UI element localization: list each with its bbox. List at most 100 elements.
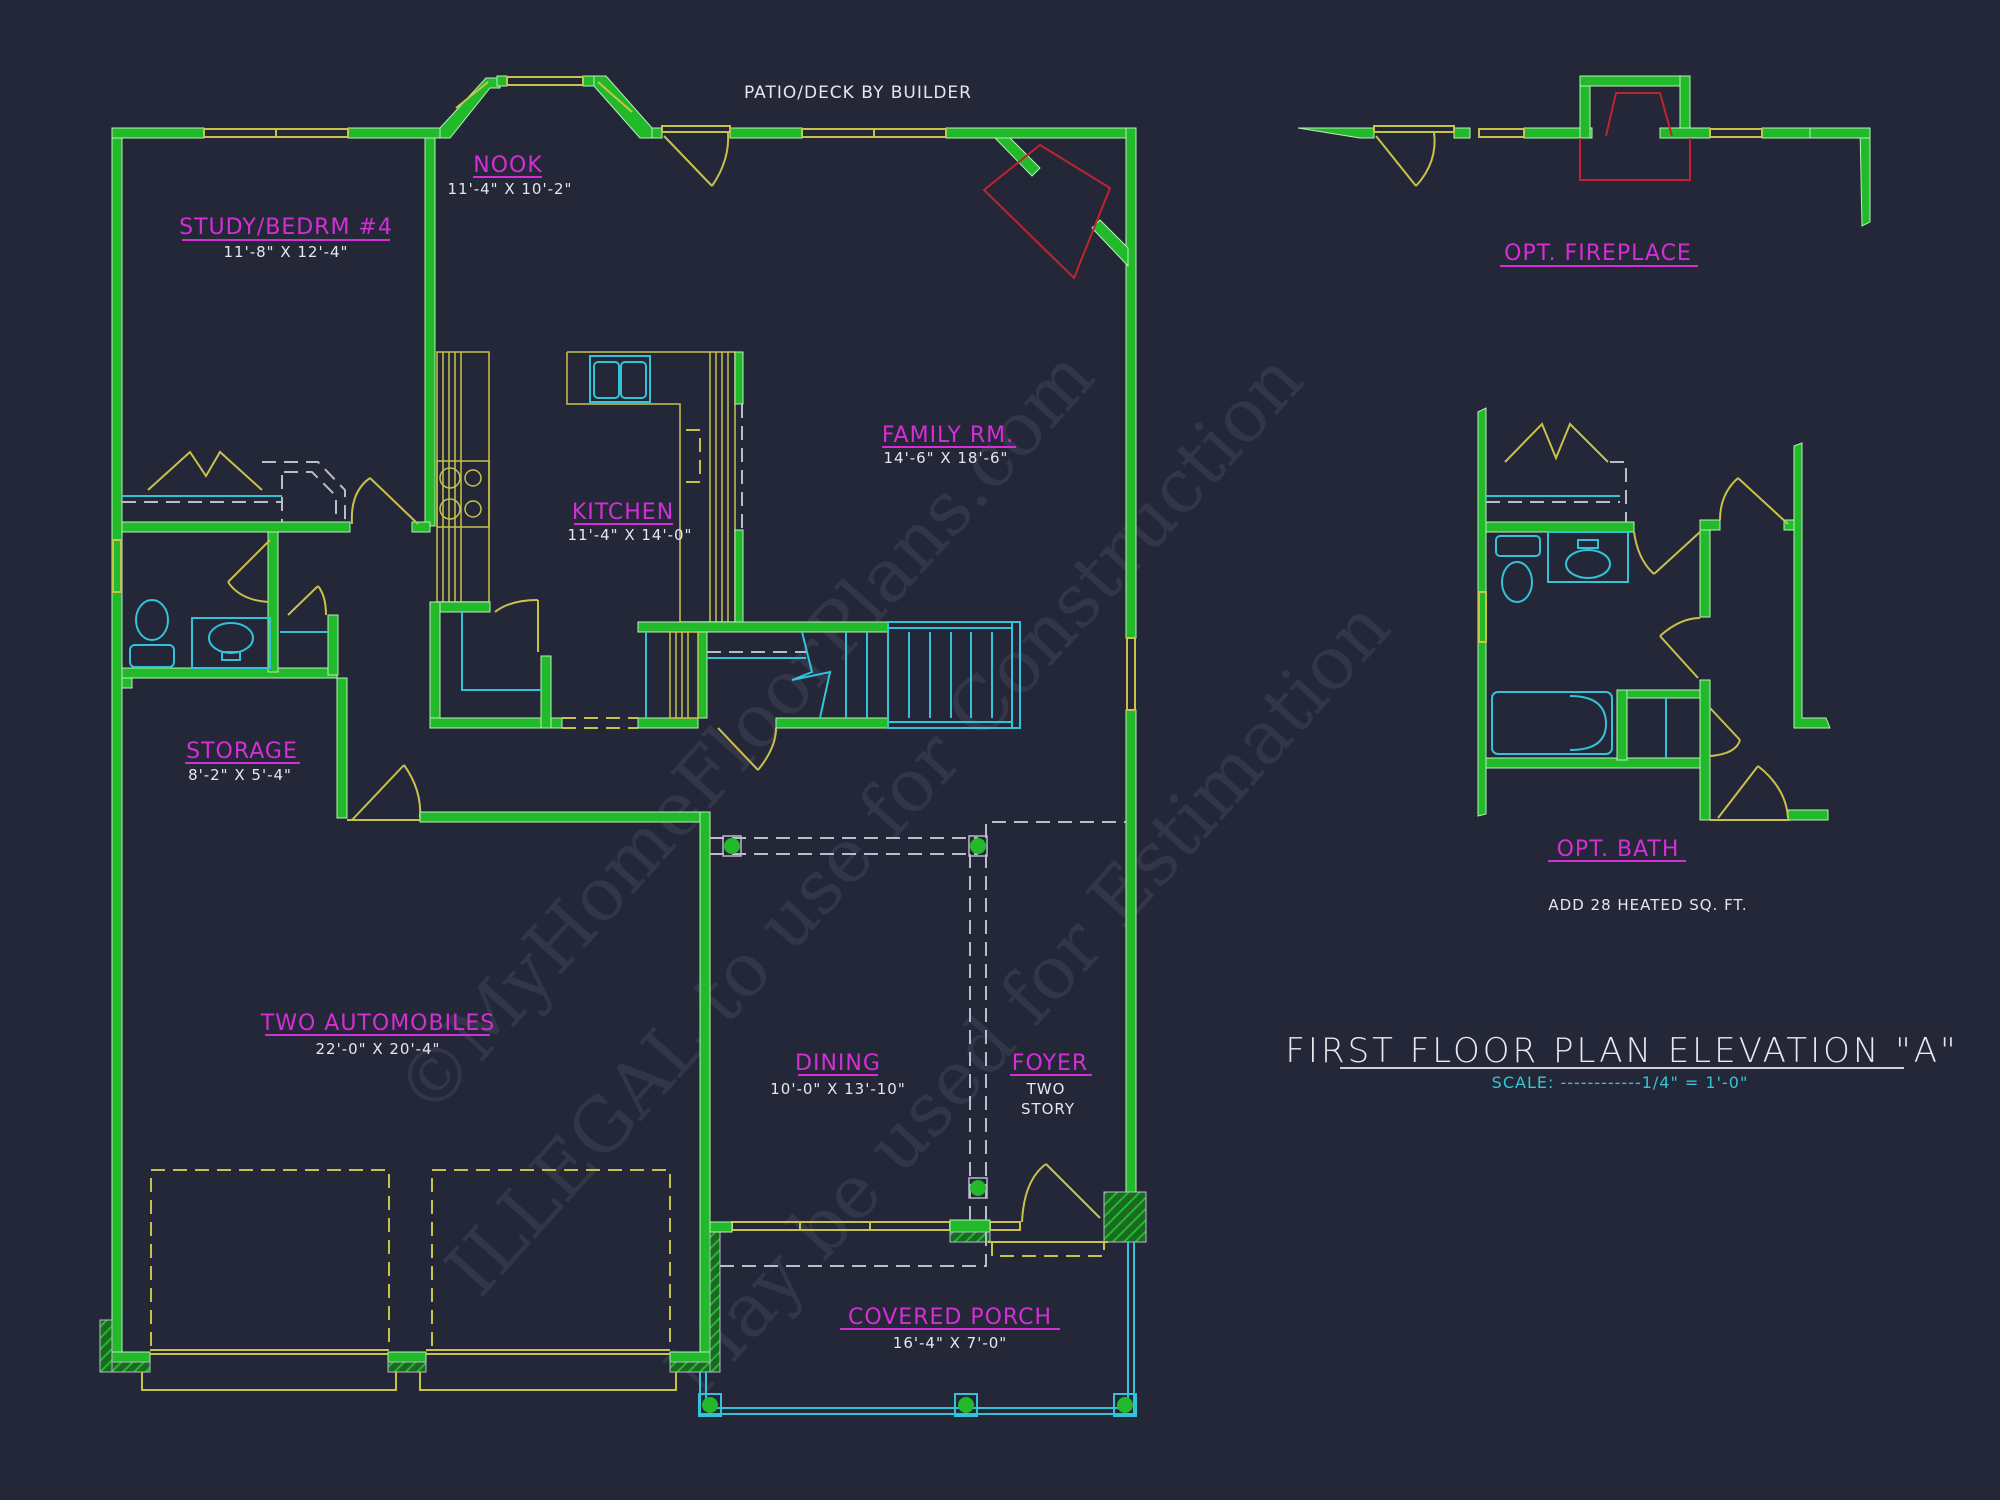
window-nook-left	[455, 81, 489, 109]
stair-closet-shelves	[669, 631, 699, 719]
column-box-1	[722, 835, 742, 857]
dim-study: 11'-8" X 12'-4"	[224, 243, 349, 261]
opt-bath-window	[1478, 591, 1487, 643]
column-box-3	[968, 1177, 988, 1199]
powder-door-leaf	[227, 539, 271, 583]
study-door-swing	[350, 477, 371, 525]
dim-dining: 10'-0" X 13'-10"	[770, 1080, 906, 1098]
wall-kitchen-right-b	[734, 529, 744, 629]
wall-study-nook	[424, 137, 436, 527]
column-3	[970, 1180, 986, 1196]
sink-bowl-1	[593, 361, 620, 399]
burner-3	[439, 498, 461, 520]
closet-dash-inner	[284, 471, 337, 522]
stair-closet-door-swing	[757, 727, 777, 771]
main-floor-plan	[99, 75, 1147, 1417]
opt-bath-toilet-bowl	[1501, 561, 1533, 603]
wall-top-b	[729, 127, 803, 139]
opt-bath-lower-door-swing	[1757, 765, 1789, 819]
wall-nook-bay-left	[439, 77, 501, 139]
dim-storage: 8'-2" X 5'-4"	[188, 766, 292, 784]
wall-garage-top	[419, 811, 711, 823]
pier-dining	[949, 1231, 991, 1243]
label-storage: STORAGE	[186, 739, 298, 764]
opt-bath-vanity	[1547, 531, 1629, 583]
stair-break-line	[791, 631, 832, 719]
wall-pantry-right	[540, 655, 552, 729]
label-opt-fireplace: OPT. FIREPLACE	[1504, 241, 1692, 266]
two-story-outline	[985, 821, 1126, 838]
toilet-tank	[129, 644, 175, 668]
covered-porch	[698, 1232, 1137, 1417]
opt-bath-wall-left	[1477, 407, 1487, 817]
closet-dash-outline	[262, 461, 346, 522]
opt-bath-faucet	[1577, 539, 1599, 549]
wall-pantry-left	[429, 601, 441, 729]
opt-bath-wall-linen-top	[1626, 689, 1701, 699]
entry-door-swing	[1021, 1163, 1047, 1223]
patio-door	[661, 125, 731, 187]
opt-fp-window-2	[1709, 128, 1763, 138]
opt-fp-wall-c	[1659, 127, 1711, 139]
porch-post-box-1	[698, 1393, 722, 1417]
closet-bifold-door	[147, 450, 263, 491]
wall-fireplace-angle-1	[993, 137, 1041, 177]
window-study-2	[275, 128, 349, 138]
opt-bath-tub-curve	[1569, 695, 1608, 751]
burner-2	[464, 469, 482, 487]
wall-study-bottom-b	[411, 521, 431, 533]
opt-bath-door-swing	[1633, 531, 1655, 575]
opt-fp-door-frame	[1373, 125, 1455, 133]
windows	[112, 76, 1136, 1231]
porch-rail-inner	[705, 1242, 1129, 1409]
stairs	[637, 621, 1021, 771]
opt-bath-door-leaf	[1653, 531, 1701, 575]
patio-door-frame	[661, 125, 731, 133]
opt-bath-bifold	[1504, 422, 1609, 463]
study-closet	[122, 450, 346, 522]
opt-bath-closet-door-swing	[1719, 477, 1739, 521]
burner-1	[439, 467, 461, 489]
garage-doors	[141, 1169, 677, 1391]
dim-family: 14'-6" X 18'-6"	[884, 449, 1009, 467]
opt-bath-hall-door-swing	[1659, 617, 1701, 637]
window-study-1	[203, 128, 277, 138]
label-study: STUDY/BEDRM #4	[179, 215, 393, 240]
pier-right	[669, 1361, 711, 1373]
foyer-note-1: TWO	[1026, 1080, 1066, 1098]
window-powder	[112, 539, 122, 593]
opt-fp-chase-top	[1579, 75, 1691, 87]
dishwasher	[686, 429, 701, 483]
window-family-2	[873, 128, 947, 138]
label-nook: NOOK	[473, 153, 543, 178]
opt-bath-closet-dash	[1610, 461, 1627, 522]
column-2	[970, 838, 986, 854]
wall-stair-mid	[697, 631, 708, 719]
stair-closet-door-leaf	[717, 727, 759, 771]
exterior-walls	[111, 75, 1137, 1363]
opt-bath-note: ADD 28 HEATED SQ. FT.	[1548, 896, 1747, 914]
opt-fp-door-swing	[1415, 131, 1436, 187]
wall-top-study-a	[111, 127, 205, 139]
pantry-door-swing	[494, 599, 539, 613]
window-family-right	[1126, 637, 1136, 711]
opt-bath-detail	[1477, 407, 1831, 821]
label-garage: TWO AUTOMOBILES	[260, 1011, 495, 1036]
label-family: FAMILY RM.	[882, 423, 1014, 448]
opt-bath-wall-right	[1793, 442, 1831, 729]
opt-fp-hearth	[1579, 138, 1691, 181]
opt-bath-wall-bot-r	[1787, 809, 1829, 821]
wall-study-bottom	[121, 521, 351, 533]
wall-dining-bottom-l	[709, 1221, 733, 1233]
dim-garage: 22'-0" X 20'-4"	[316, 1040, 441, 1058]
wall-nook-corner	[496, 75, 508, 87]
wall-top-a	[651, 127, 663, 139]
opt-bath-hall-door-leaf	[1659, 635, 1699, 679]
opt-fireplace-detail	[1297, 75, 1871, 227]
labels: PATIO/DECK BY BUILDER STUDY/BEDRM #4 11'…	[179, 83, 1956, 1352]
wall-garage-right	[699, 811, 711, 1363]
opt-fp-wall-tip	[1297, 127, 1375, 139]
patio-note: PATIO/DECK BY BUILDER	[744, 83, 972, 103]
column-1	[724, 838, 740, 854]
wall-fireplace-angle-2	[1091, 219, 1129, 268]
